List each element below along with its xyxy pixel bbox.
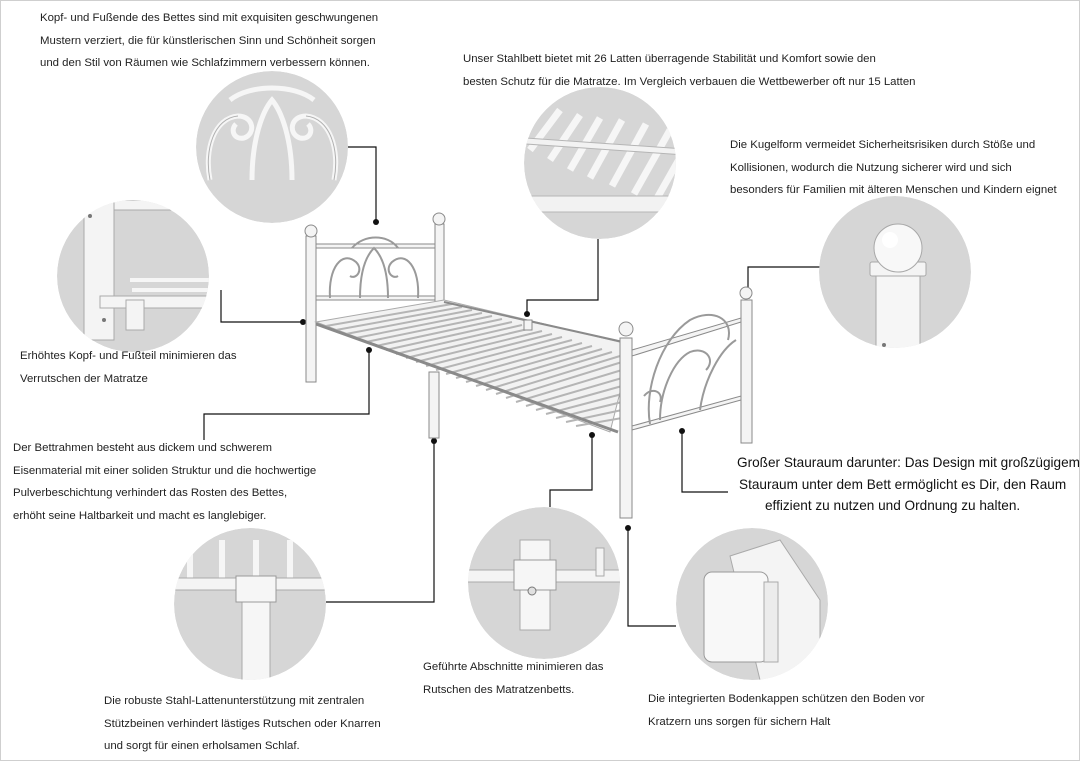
callout-slats: Unser Stahlbett bietet mit 26 Latten übe…: [463, 48, 916, 93]
raised-edge-detail-icon: [57, 200, 209, 352]
callout-line: Eisenmaterial mit einer soliden Struktur…: [13, 464, 317, 477]
bed-frame-main: [304, 212, 753, 519]
leader-lines: [203, 146, 820, 627]
callout-line: Stützbeinen verhindert lästiges Rutschen…: [104, 717, 381, 730]
callout-line: Mustern verziert, die für künstlerischen…: [40, 34, 376, 47]
callout-line: Geführte Abschnitte minimieren das: [423, 661, 604, 673]
guide-bracket-detail-icon: [468, 507, 620, 659]
callout-line: besten Schutz für die Matratze. Im Vergl…: [463, 75, 916, 88]
callout-ball: Die Kugelform vermeidet Sicherheitsrisik…: [730, 134, 1057, 202]
callout-line: Erhöhtes Kopf- und Fußteil minimieren da…: [20, 350, 237, 362]
callout-line: Die integrierten Bodenkappen schützen de…: [648, 693, 925, 705]
callout-raised: Erhöhtes Kopf- und Fußteil minimieren da…: [20, 345, 237, 390]
callout-caps: Die integrierten Bodenkappen schützen de…: [648, 688, 925, 733]
callout-line: Der Bettrahmen besteht aus dickem und sc…: [13, 442, 272, 454]
callout-line: und den Stil von Räumen wie Schlafzimmer…: [40, 57, 370, 69]
callout-line: Stauraum unter dem Bett ermöglicht es Di…: [739, 476, 1067, 492]
callout-line: Verrutschen der Matratze: [20, 372, 148, 385]
callout-frame-material: Der Bettrahmen besteht aus dickem und sc…: [13, 437, 316, 527]
callout-line: Die Kugelform vermeidet Sicherheitsrisik…: [730, 139, 1036, 151]
callout-line: Großer Stauraum darunter: Das Design mit…: [737, 455, 1080, 470]
ball-knob-detail-icon: [819, 196, 971, 348]
callout-support: Die robuste Stahl-Lattenunterstützung mi…: [104, 690, 381, 758]
callout-line: Die robuste Stahl-Lattenunterstützung mi…: [104, 695, 365, 707]
callout-line: Kopf- und Fußende des Bettes sind mit ex…: [40, 12, 379, 24]
callout-line: Unser Stahlbett bietet mit 26 Latten übe…: [463, 53, 876, 65]
callout-line: Pulverbeschichtung verhindert das Rosten…: [13, 487, 288, 499]
callout-headboard: Kopf- und Fußende des Bettes sind mit ex…: [40, 7, 378, 75]
callout-line: effizient zu nutzen und Ordnung zu halte…: [765, 498, 1021, 513]
headboard-detail-icon: [196, 71, 348, 223]
slats-detail-icon: [524, 87, 676, 239]
floor-cap-detail-icon: [676, 528, 828, 680]
callout-line: Kollisionen, wodurch die Nutzung sichere…: [730, 161, 1012, 174]
callout-line: Kratzern uns sorgen für sichern Halt: [648, 715, 831, 728]
callout-line: und sorgt für einen erholsamen Schlaf.: [104, 740, 300, 752]
callout-line: erhöht seine Haltbarkeit und macht es la…: [13, 509, 267, 522]
callout-storage: Großer Stauraum darunter: Das Design mit…: [737, 452, 1080, 517]
callout-guided: Geführte Abschnitte minimieren das Rutsc…: [423, 656, 603, 701]
callout-line: Rutschen des Matratzenbetts.: [423, 683, 575, 696]
center-leg-detail-icon: [174, 528, 326, 680]
callout-line: besonders für Familien mit älteren Mensc…: [730, 184, 1057, 196]
